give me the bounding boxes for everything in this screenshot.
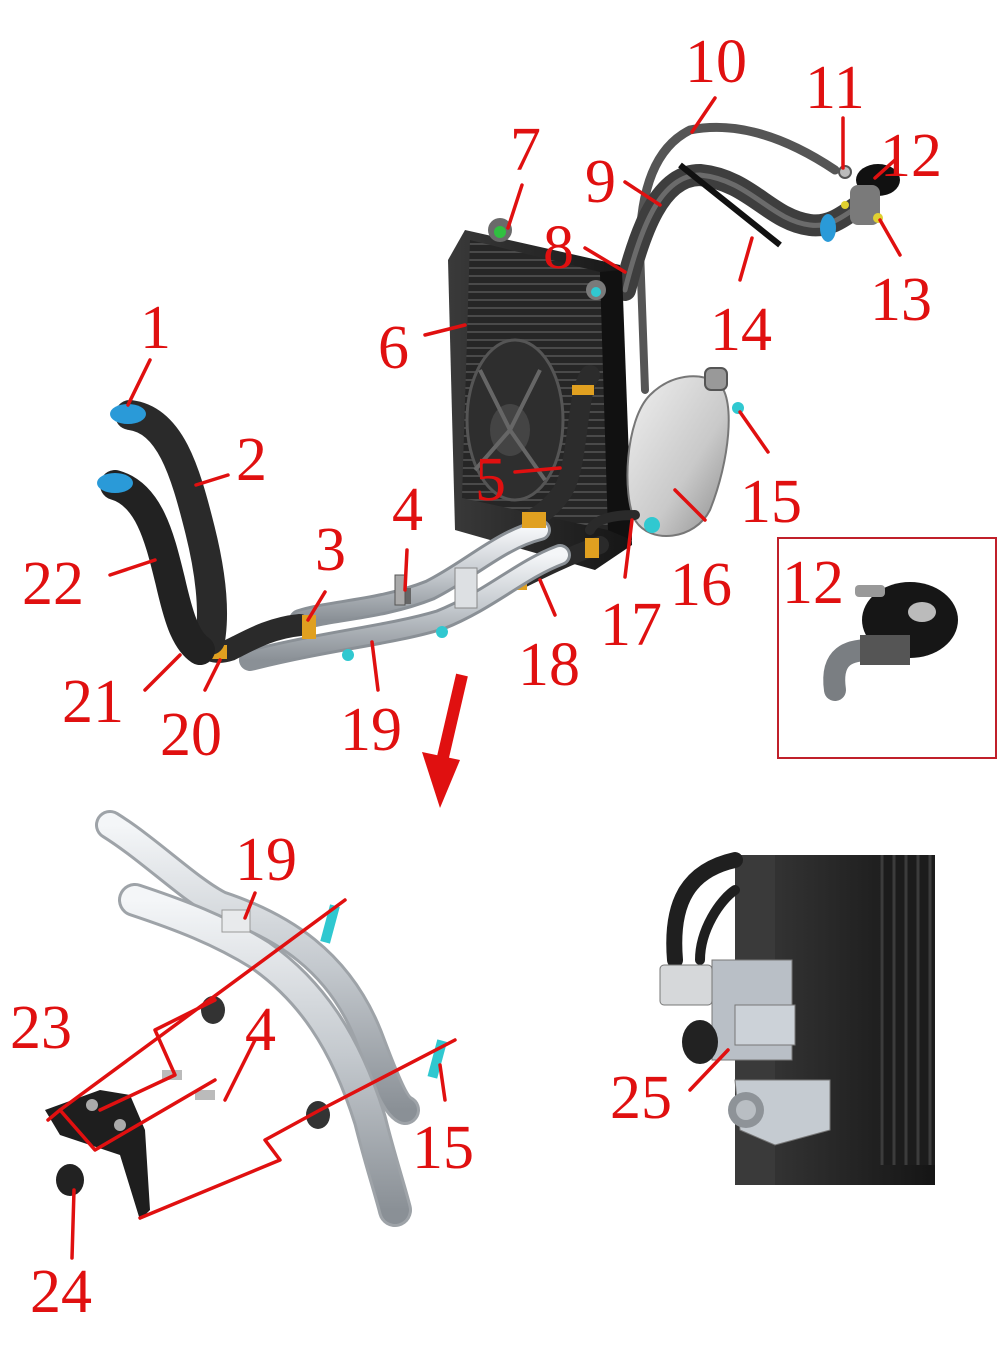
callout-16: 16 [670,551,732,619]
reservoir-hose-17 [585,510,640,535]
vent-hose-10 [635,122,840,394]
clamp-orange-17 [585,538,599,558]
filler-neck-cap-12 [838,164,900,225]
hose-22 [100,470,215,665]
callout-6: 6 [378,314,409,382]
callout-4: 4 [392,476,423,544]
strap-14 [678,162,782,248]
leader-lines [46,96,902,1260]
inset-filler-cap-detail [777,537,997,759]
clamp-blue-filler [820,214,836,242]
callout-20: 20 [160,701,222,769]
callout-5: 5 [475,446,506,514]
callout-21: 21 [62,668,124,736]
callout-15-detail: 15 [412,1114,474,1182]
callout-19-detail: 19 [235,826,297,894]
callout-7: 7 [510,116,541,184]
clamp-orange-top-pipe [522,512,546,528]
metal-pipes-19 [239,519,571,671]
detail-arrow [422,673,468,808]
callout-1: 1 [140,294,171,362]
clamp-orange-3 [302,615,316,639]
bolt-7 [494,226,506,238]
radiator-corner-detail [659,852,935,1185]
clamp-blue-22 [97,473,133,493]
callout-labels: 1 2 3 4 5 6 7 8 9 10 11 12 13 14 15 16 1… [10,28,942,1326]
callout-14: 14 [710,296,772,364]
callout-13: 13 [870,266,932,334]
callout-3: 3 [315,516,346,584]
callout-10: 10 [685,28,747,96]
callout-4-detail: 4 [245,996,276,1064]
callout-19: 19 [340,696,402,764]
callout-2: 2 [236,426,267,494]
pipe-detail-19 [95,810,420,1227]
callout-12-inset: 12 [782,549,844,617]
callout-11: 11 [805,54,865,122]
callout-17: 17 [600,591,662,659]
callout-9: 9 [585,148,616,216]
hose-2 [115,400,227,655]
callout-12: 12 [880,122,942,190]
callout-18: 18 [518,631,580,699]
callout-15: 15 [740,468,802,536]
callout-22: 22 [22,550,84,618]
callout-8: 8 [543,214,574,282]
callout-24: 24 [30,1258,92,1326]
clamp-blue-1 [110,404,146,424]
coolant-reservoir-16 [626,367,744,537]
callout-25: 25 [610,1064,672,1132]
cooling-fan-5 [465,338,565,502]
clamp-orange-radiator-top [572,385,594,395]
callout-23: 23 [10,994,72,1062]
